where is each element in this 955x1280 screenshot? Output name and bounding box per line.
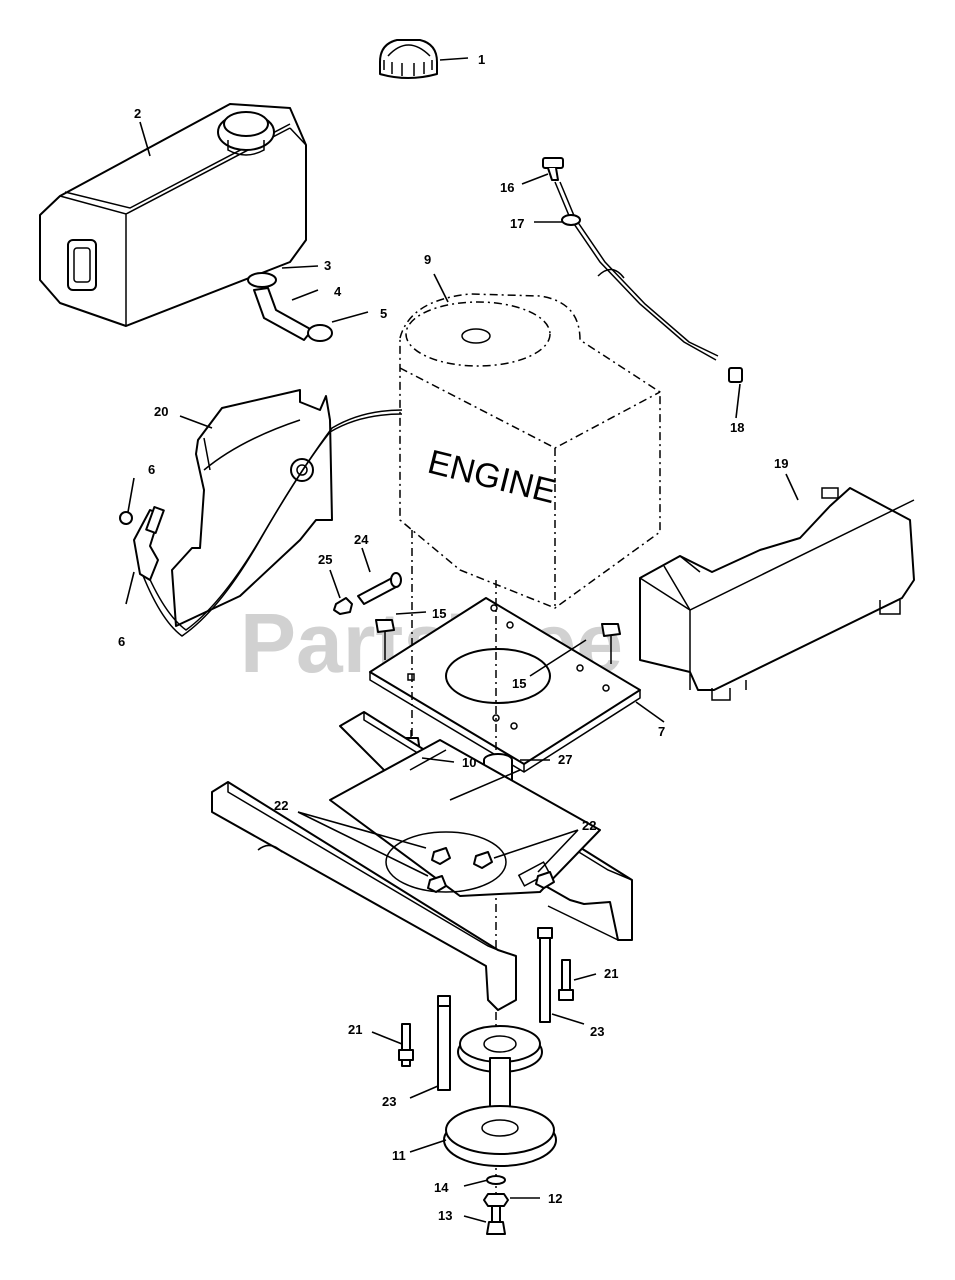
engine-mount-plate: [369, 597, 641, 773]
tractor-frame: [211, 711, 633, 1011]
nut-12: [483, 1193, 509, 1207]
callout-19: 19: [774, 456, 788, 471]
engine-outline: ENGINE: [399, 293, 661, 609]
engine-label: ENGINE: [424, 443, 560, 511]
mount-bolt-right: [601, 623, 621, 664]
fuel-hose-assembly: [247, 272, 333, 342]
callout-2: 2: [134, 106, 141, 121]
callout-15b: 15: [512, 676, 526, 691]
callout-23a: 23: [590, 1024, 604, 1039]
fuel-cap: [379, 39, 438, 79]
bolt-13: [486, 1205, 506, 1235]
callout-1: 1: [478, 52, 485, 67]
callout-15a: 15: [432, 606, 446, 621]
callout-20: 20: [154, 404, 168, 419]
callout-21b: 21: [348, 1022, 362, 1037]
callout-10: 10: [462, 755, 476, 770]
callout-22a: 22: [274, 798, 288, 813]
callout-23b: 23: [382, 1094, 396, 1109]
throttle-cable-2: [143, 409, 403, 631]
callout-numbers: 1 2 3 4 5 6 6 7 9 10 11 12 13 14 15 15 1…: [118, 52, 788, 1223]
mount-bolt-left: [375, 619, 395, 660]
callout-4: 4: [334, 284, 342, 299]
throttle-control: [119, 506, 165, 581]
nuts-22: [427, 847, 555, 893]
bolt-24: [357, 572, 402, 605]
callout-17: 17: [510, 216, 524, 231]
washer-14: [486, 1175, 506, 1185]
callout-13: 13: [438, 1208, 452, 1223]
callout-14: 14: [434, 1180, 449, 1195]
callout-18: 18: [730, 420, 744, 435]
nut-25: [333, 597, 353, 615]
rods-21-23: [398, 927, 574, 1091]
deck-cover: [639, 487, 915, 701]
heat-shield: [171, 389, 333, 627]
callout-27: 27: [558, 752, 572, 767]
callout-5: 5: [380, 306, 387, 321]
callout-3: 3: [324, 258, 331, 273]
leader-lines: [125, 57, 799, 1223]
callout-21a: 21: [604, 966, 618, 981]
dipstick-assembly: [542, 157, 719, 361]
callout-9: 9: [424, 252, 431, 267]
callout-11: 11: [392, 1148, 406, 1163]
callout-16: 16: [500, 180, 514, 195]
callout-6b: 6: [118, 634, 125, 649]
fuel-tank: [39, 103, 307, 327]
callout-12: 12: [548, 1191, 562, 1206]
pulley-11: [443, 1025, 557, 1167]
callout-6a: 6: [148, 462, 155, 477]
callout-22b: 22: [582, 818, 596, 833]
callout-7: 7: [658, 724, 665, 739]
dipstick-clip: [728, 367, 743, 383]
callout-24: 24: [354, 532, 369, 547]
callout-25: 25: [318, 552, 332, 567]
